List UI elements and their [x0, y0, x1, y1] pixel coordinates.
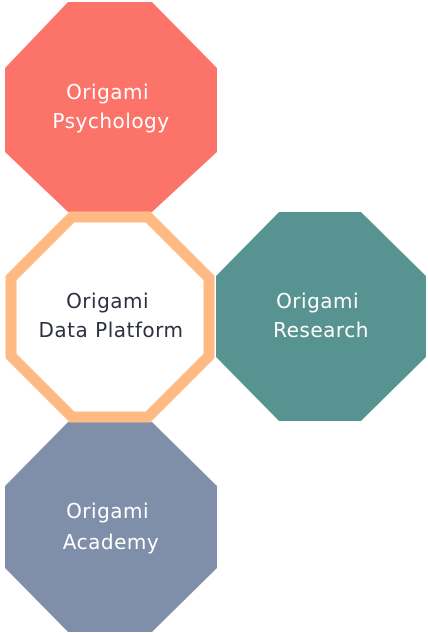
- octagon-data-platform-shape: [5, 211, 215, 423]
- octagon-research-shape: [216, 212, 426, 421]
- octagon-academy-line1: Origami: [66, 499, 149, 523]
- octagon-psychology: Origami Psychology: [5, 2, 217, 212]
- octagon-data-platform-line2: Data Platform: [39, 318, 184, 342]
- octagon-psychology-shape: [5, 2, 217, 212]
- octagon-academy-shape: [5, 422, 217, 632]
- octagon-academy-line2: Academy: [63, 530, 159, 554]
- octagon-psychology-line1: Origami: [66, 80, 149, 104]
- octagon-data-platform-label: Origami Data Platform: [39, 289, 184, 342]
- octagon-psychology-line2: Psychology: [52, 109, 169, 133]
- octagon-data-platform-line1: Origami: [66, 289, 149, 313]
- octagon-research: Origami Research: [216, 212, 426, 421]
- octagon-academy: Origami Academy: [5, 422, 217, 632]
- octagon-psychology-label: Origami Psychology: [52, 80, 169, 133]
- octagon-academy-label: Origami Academy: [63, 499, 159, 554]
- octagon-research-line2: Research: [273, 318, 369, 342]
- octagon-research-line1: Origami: [276, 289, 359, 313]
- octagon-data-platform: Origami Data Platform: [5, 211, 215, 423]
- octagon-research-label: Origami Research: [273, 289, 369, 342]
